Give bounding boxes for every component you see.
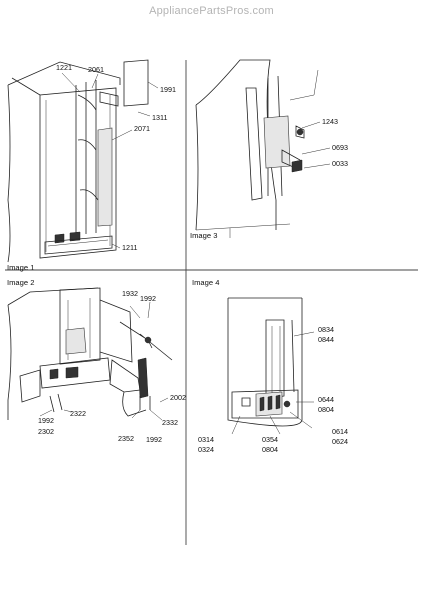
watermark: AppliancePartsPros.com	[149, 5, 274, 17]
callout-1311: 1311	[152, 113, 167, 122]
callout-2352: 2352	[118, 434, 134, 443]
callout-1221: 1221	[56, 63, 72, 72]
callout-1211: 1211	[122, 243, 137, 252]
callout-2332: 2332	[162, 418, 178, 427]
callout-0644: 0644	[318, 395, 334, 404]
callout-1991: 1991	[160, 85, 176, 94]
callout-0834: 0834	[318, 325, 334, 334]
callout-1243: 1243	[322, 117, 338, 126]
caption-image-1: Image 1	[7, 263, 34, 272]
callout-0804-bottom: 0804	[262, 445, 278, 454]
callout-0624: 0624	[332, 437, 348, 446]
callout-2302: 2302	[38, 427, 54, 436]
caption-image-2: Image 2	[7, 278, 34, 287]
callout-1992-left: 1992	[38, 416, 54, 425]
callout-1932: 1932	[122, 289, 138, 298]
callouts-image-4: 0834 0844 0644 0804 0614 0624 0314 0324 …	[198, 325, 348, 454]
callouts-image-1: 1221 2061 1991 1311 2071 1211	[56, 63, 176, 252]
callout-0324: 0324	[198, 445, 214, 454]
callout-1992-bottom: 1992	[146, 435, 162, 444]
callout-2322: 2322	[70, 409, 86, 418]
caption-image-4: Image 4	[192, 278, 219, 287]
callout-1992-top: 1992	[140, 294, 156, 303]
callouts-image-2: 1932 1992 2002 2322 1992 2302 2332 2352 …	[38, 289, 186, 444]
panel-image-1	[7, 59, 159, 263]
callout-2061: 2061	[88, 65, 104, 74]
callout-0033: 0033	[332, 159, 348, 168]
panel-image-4	[227, 297, 315, 435]
callout-0354: 0354	[262, 435, 278, 444]
callout-2071: 2071	[134, 124, 150, 133]
panel-image-2	[7, 287, 173, 421]
callout-2002: 2002	[170, 393, 186, 402]
callout-0844: 0844	[318, 335, 334, 344]
callout-0314: 0314	[198, 435, 214, 444]
callout-0614: 0614	[332, 427, 348, 436]
panel-image-3	[195, 59, 331, 238]
callouts-image-3: 1243 0693 0033	[322, 117, 348, 168]
caption-image-3: Image 3	[190, 231, 217, 240]
callout-0693: 0693	[332, 143, 348, 152]
callout-0804-right: 0804	[318, 405, 334, 414]
